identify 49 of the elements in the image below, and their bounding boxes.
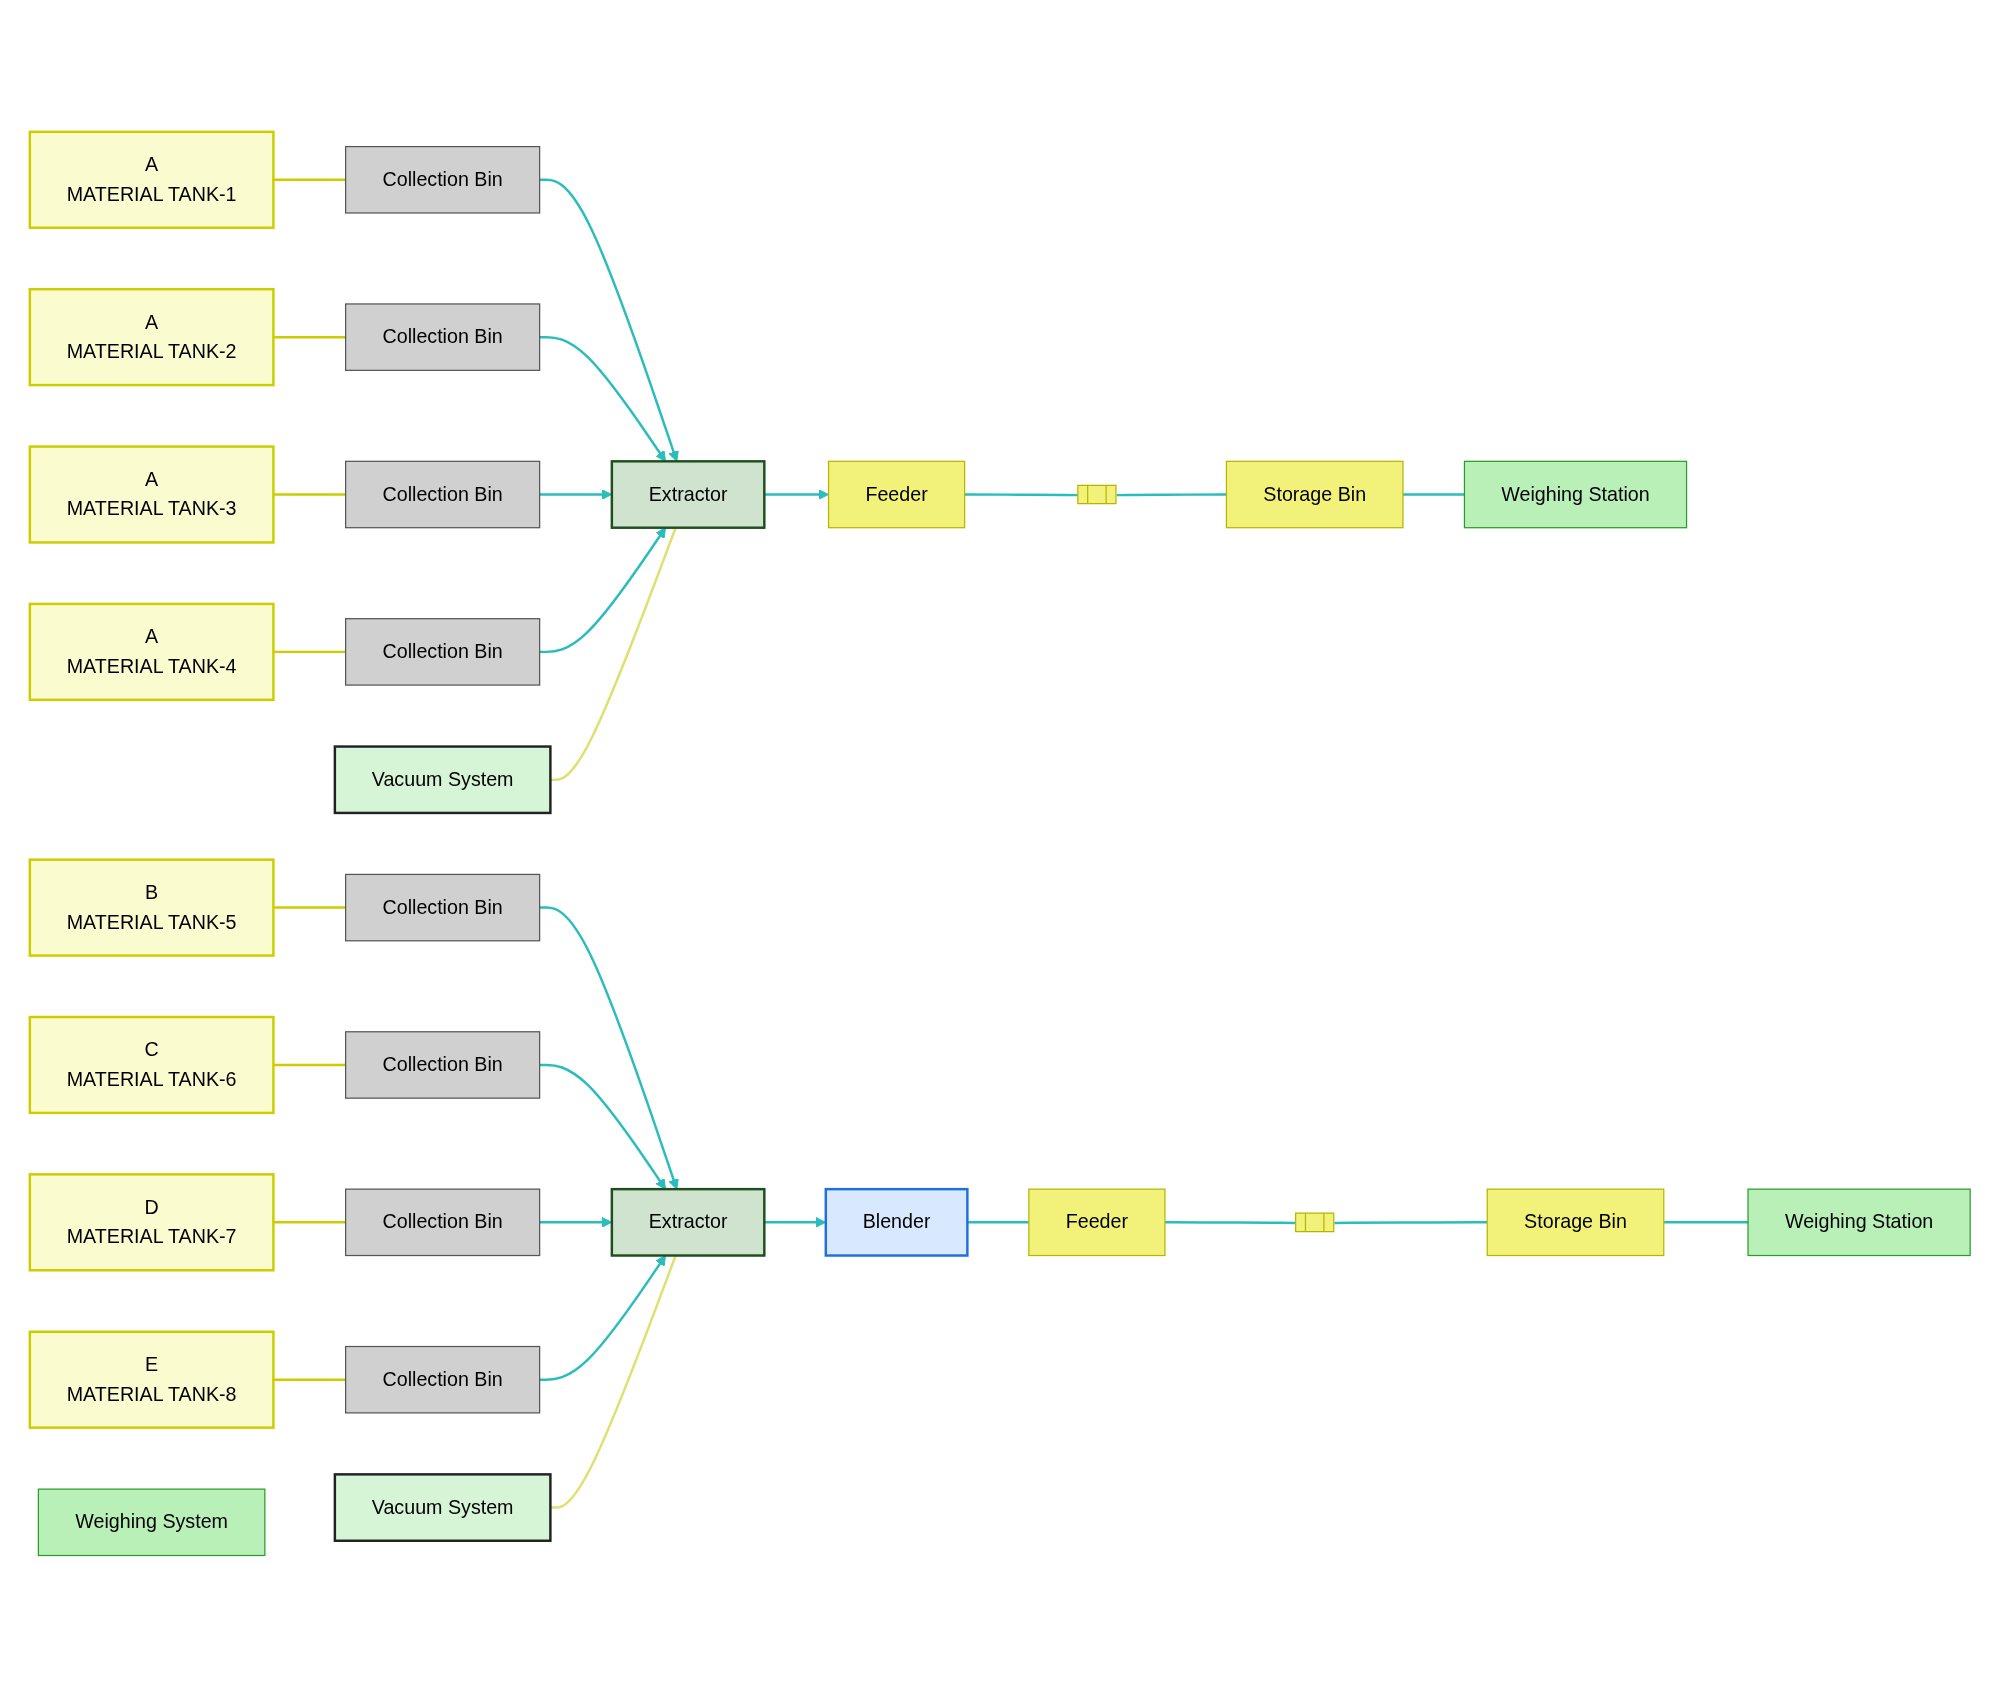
- connector: [1663, 1221, 1749, 1224]
- connector: [1402, 493, 1465, 497]
- connector: [273, 651, 346, 654]
- node-box: Collection Bin: [345, 618, 541, 686]
- node-box: E MATERIAL TANK-8: [28, 1330, 275, 1430]
- connector: [1334, 1221, 1488, 1225]
- node-box: Storage Bin: [1486, 1188, 1665, 1257]
- connector: [273, 178, 346, 182]
- arrow: [539, 906, 679, 1190]
- arrow: [539, 1255, 666, 1382]
- node-box: Weighing System: [37, 1488, 266, 1557]
- connector: [273, 1064, 346, 1067]
- connector: [273, 906, 346, 910]
- connector: [273, 1378, 346, 1382]
- connector: [273, 336, 346, 339]
- node-box: [1295, 1212, 1335, 1233]
- connector: [967, 1221, 1029, 1224]
- node-box: A MATERIAL TANK-4: [28, 603, 275, 702]
- node-box: Collection Bin: [345, 303, 541, 372]
- node-box: Weighing Station: [1747, 1188, 1971, 1257]
- node-box: [1077, 485, 1117, 505]
- node-box: Collection Bin: [345, 1346, 541, 1414]
- node-box: Collection Bin: [345, 146, 541, 214]
- node-box: C MATERIAL TANK-6: [28, 1016, 275, 1115]
- node-box: Feeder: [1028, 1188, 1166, 1257]
- node-box: D MATERIAL TANK-7: [28, 1173, 275, 1272]
- node-box: Collection Bin: [345, 1188, 541, 1257]
- node-box: A MATERIAL TANK-1: [28, 130, 275, 230]
- node-box: Collection Bin: [345, 1031, 541, 1100]
- node-box: Collection Bin: [345, 874, 541, 942]
- node-box: B MATERIAL TANK-5: [28, 858, 275, 958]
- connector: [273, 1221, 346, 1224]
- node-box: Vacuum System: [333, 745, 552, 815]
- arrow: [539, 1064, 666, 1190]
- node-box: A MATERIAL TANK-3: [28, 445, 275, 544]
- node-box: Weighing Station: [1463, 461, 1688, 529]
- connector: [273, 493, 346, 497]
- node-box: Feeder: [827, 461, 966, 529]
- node-box: Extractor: [610, 460, 766, 530]
- connector: [550, 1255, 677, 1510]
- node-box: Storage Bin: [1225, 461, 1404, 529]
- connector: [1164, 1221, 1297, 1225]
- node-box: Blender: [824, 1188, 969, 1258]
- connector: [1116, 493, 1227, 497]
- node-box: A MATERIAL TANK-2: [28, 288, 275, 387]
- node-box: Collection Bin: [345, 461, 541, 529]
- node-box: Vacuum System: [333, 1473, 552, 1543]
- connector: [964, 493, 1079, 497]
- node-box: Extractor: [610, 1188, 766, 1258]
